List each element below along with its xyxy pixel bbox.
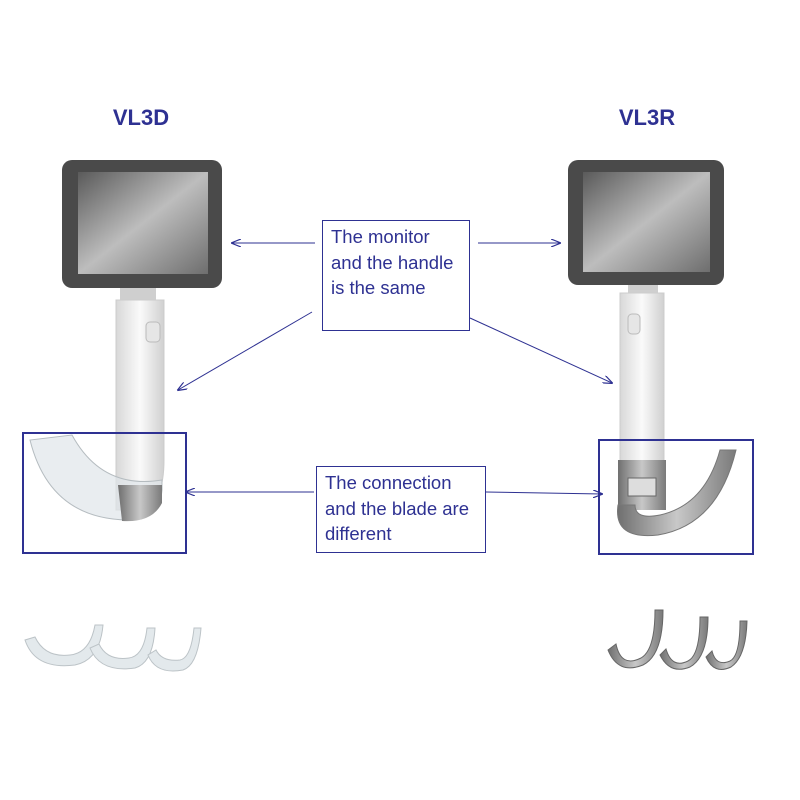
screen [583,172,710,272]
product-title-vl3d: VL3D [112,105,170,130]
handle [619,292,665,464]
spare-clear-blades [24,624,202,672]
button-icon [145,321,161,343]
vl3r-device [568,160,737,537]
spare-metal-blades [607,609,748,670]
note-different: The connection and the blade are differe… [316,466,486,553]
vl3d-device [29,160,222,522]
arrows [178,243,612,494]
product-title-vl3r: VL3R [618,105,676,130]
screen [78,172,208,274]
metal-blade [617,449,737,537]
note-same: The monitor and the handle is the same [322,220,470,331]
button-icon [627,313,641,335]
